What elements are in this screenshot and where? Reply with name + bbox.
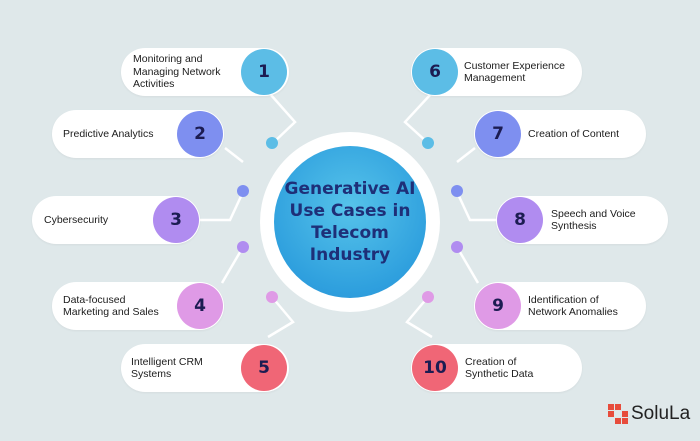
center-circle xyxy=(274,146,426,298)
use-case-8-label: Speech and Voice Synthesis xyxy=(551,207,636,233)
connector-7 xyxy=(456,147,476,163)
use-case-7-label: Creation of Content xyxy=(528,127,620,140)
use-case-9-number: 9 xyxy=(475,283,521,329)
connector-5 xyxy=(267,296,295,339)
node-dot-8 xyxy=(451,241,463,253)
connector-2 xyxy=(224,147,244,163)
use-case-9-label: Identification of Network Anomalies xyxy=(528,293,618,319)
use-case-1-number: 1 xyxy=(241,49,287,95)
use-case-7-number: 7 xyxy=(475,111,521,157)
use-case-3-number: 3 xyxy=(153,197,199,243)
node-dot-9 xyxy=(422,291,434,303)
use-case-6-label: Customer Experience Management xyxy=(464,59,565,85)
node-dot-6 xyxy=(422,137,434,149)
use-case-4-number: 4 xyxy=(177,283,223,329)
node-dot-3 xyxy=(237,241,249,253)
use-case-2-number: 2 xyxy=(177,111,223,157)
brand-logo: SoluLa xyxy=(608,400,700,428)
connector-9 xyxy=(455,246,480,284)
use-case-5-number: 5 xyxy=(241,345,287,391)
use-case-10-number: 10 xyxy=(412,345,458,391)
connector-1 xyxy=(270,94,297,144)
node-dot-1 xyxy=(266,137,278,149)
use-case-1-label: Monitoring and Managing Network Activiti… xyxy=(133,53,221,91)
node-dot-4 xyxy=(266,291,278,303)
node-dot-2 xyxy=(237,185,249,197)
use-case-3-label: Cybersecurity xyxy=(44,213,109,226)
connector-3 xyxy=(200,191,245,222)
use-case-2-label: Predictive Analytics xyxy=(63,127,154,140)
brand-name: SoluLa xyxy=(631,403,691,424)
use-case-6-number: 6 xyxy=(412,49,458,95)
connector-6 xyxy=(403,94,431,144)
connector-10 xyxy=(405,296,433,339)
use-case-8-number: 8 xyxy=(497,197,543,243)
use-case-5-label: Intelligent CRM Systems xyxy=(131,355,203,381)
use-case-10-label: Creation of Synthetic Data xyxy=(465,355,534,381)
connector-4 xyxy=(220,246,245,284)
center-title: Generative AI Use Cases in Telecom Indus… xyxy=(284,179,416,265)
use-case-4-label: Data-focused Marketing and Sales xyxy=(63,293,159,319)
node-dot-7 xyxy=(451,185,463,197)
connector-8 xyxy=(455,191,500,222)
brand-mark-icon xyxy=(608,404,628,424)
